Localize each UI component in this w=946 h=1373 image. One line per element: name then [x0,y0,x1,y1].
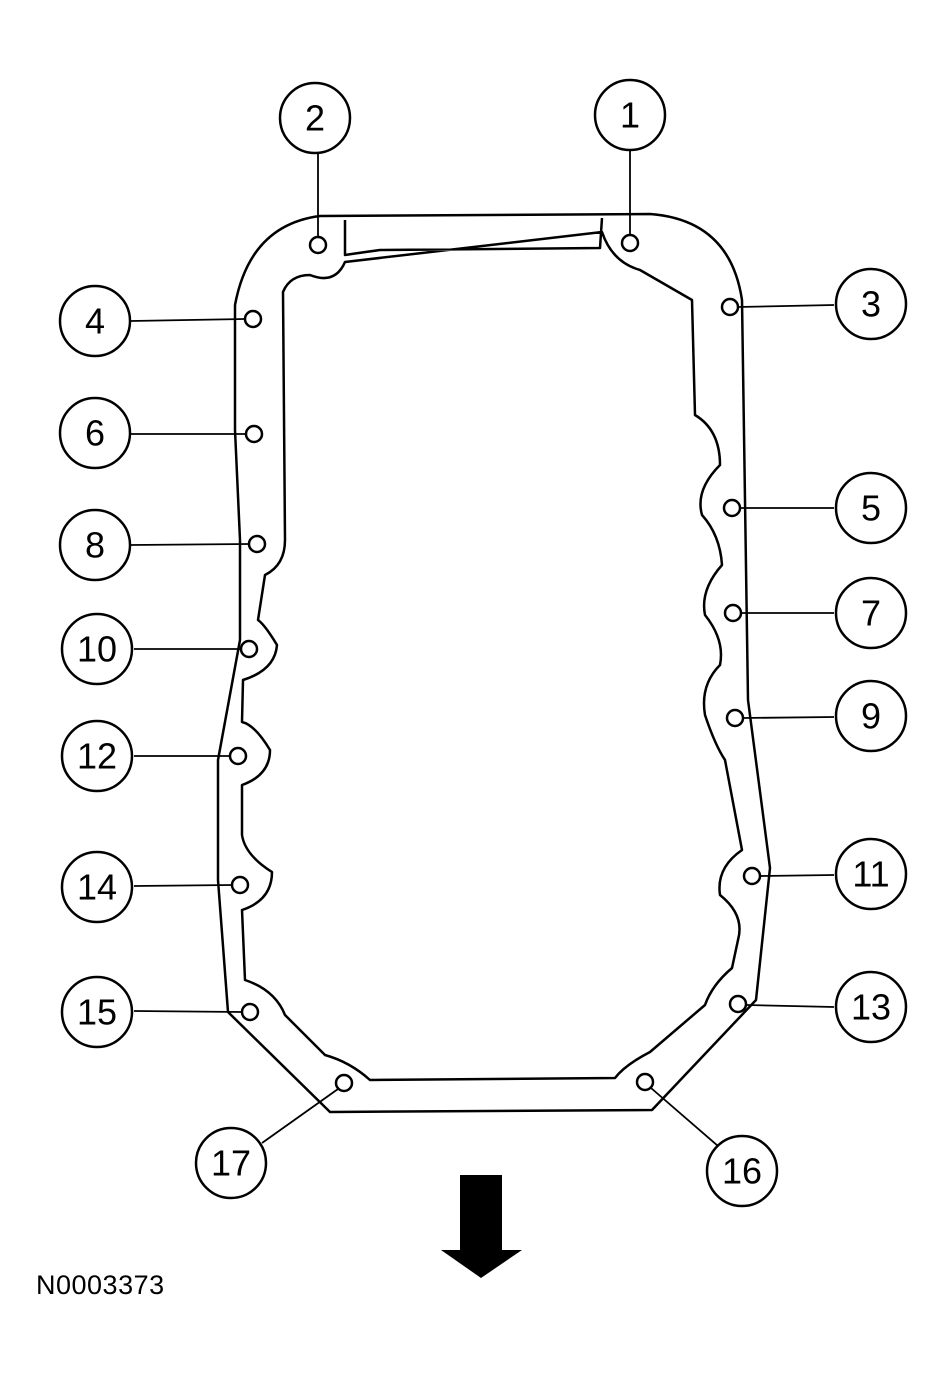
callout-label-8: 8 [85,525,105,566]
bolt-hole-17 [334,1073,354,1093]
callout-circle-16 [705,1134,779,1208]
callout-circle-9 [834,679,908,753]
callout-label-11: 11 [852,854,889,895]
gasket-inner-outline [240,217,744,1082]
bolt-hole-9 [725,708,745,728]
bolt-hole-4 [243,309,263,329]
callout-label-15: 15 [77,992,117,1033]
gasket-outer-outline [216,212,772,1114]
callout-circle-17 [194,1126,268,1200]
bolt-hole-7 [723,603,743,623]
callout-circle-3 [834,267,908,341]
leader-17 [261,1088,339,1144]
bolt-hole-5 [722,498,742,518]
callout-circle-5 [834,471,908,545]
callout-circle-13 [834,970,908,1044]
bolt-hole-12 [228,746,248,766]
callout-circles [58,78,908,1208]
callout-label-7: 7 [861,593,881,634]
bolt-hole-10 [239,639,259,659]
callout-circle-11 [834,837,908,911]
arrow-down-icon [441,1175,522,1278]
callout-label-10: 10 [77,629,117,670]
bolt-holes [228,233,762,1093]
leader-8 [130,543,250,546]
bolt-hole-11 [742,866,762,886]
reference-code: N0003373 [36,1270,165,1300]
callout-label-12: 12 [77,736,117,777]
callout-circle-10 [60,612,134,686]
bolt-hole-15 [240,1002,260,1022]
bolt-hole-1 [620,233,640,253]
callout-labels: 1 2 3 4 5 6 7 8 9 10 11 12 13 14 15 16 1… [77,95,891,1192]
callout-circle-15 [60,975,134,1049]
bolt-hole-3 [720,297,740,317]
callout-circle-14 [60,850,134,924]
callout-circle-8 [58,508,132,582]
leader-lines [130,150,835,1147]
bolt-hole-8 [247,534,267,554]
callout-circle-7 [834,576,908,650]
leader-3 [737,304,835,308]
leader-9 [742,716,835,719]
callout-circle-4 [58,284,132,358]
callout-label-13: 13 [851,987,891,1028]
callout-label-1: 1 [620,95,640,136]
bolt-hole-13 [728,994,748,1014]
callout-label-4: 4 [85,301,105,342]
leader-16 [650,1087,719,1147]
callout-label-16: 16 [722,1151,762,1192]
callout-label-6: 6 [85,413,105,454]
callout-circle-1 [593,78,667,152]
callout-label-2: 2 [305,98,325,139]
callout-circle-12 [60,719,134,793]
bolt-hole-2 [308,235,328,255]
bolt-hole-14 [230,875,250,895]
bolt-hole-6 [244,424,264,444]
callout-label-9: 9 [861,696,881,737]
leader-13 [745,1004,835,1008]
callout-circle-2 [278,81,352,155]
leader-15 [133,1010,243,1013]
callout-circle-6 [58,396,132,470]
callout-label-14: 14 [77,867,117,908]
leader-11 [759,874,835,877]
callout-label-3: 3 [861,284,881,325]
callout-label-5: 5 [861,488,881,529]
leader-4 [130,318,246,322]
callout-label-17: 17 [211,1143,251,1184]
bolt-hole-16 [635,1072,655,1092]
leader-14 [133,884,233,887]
